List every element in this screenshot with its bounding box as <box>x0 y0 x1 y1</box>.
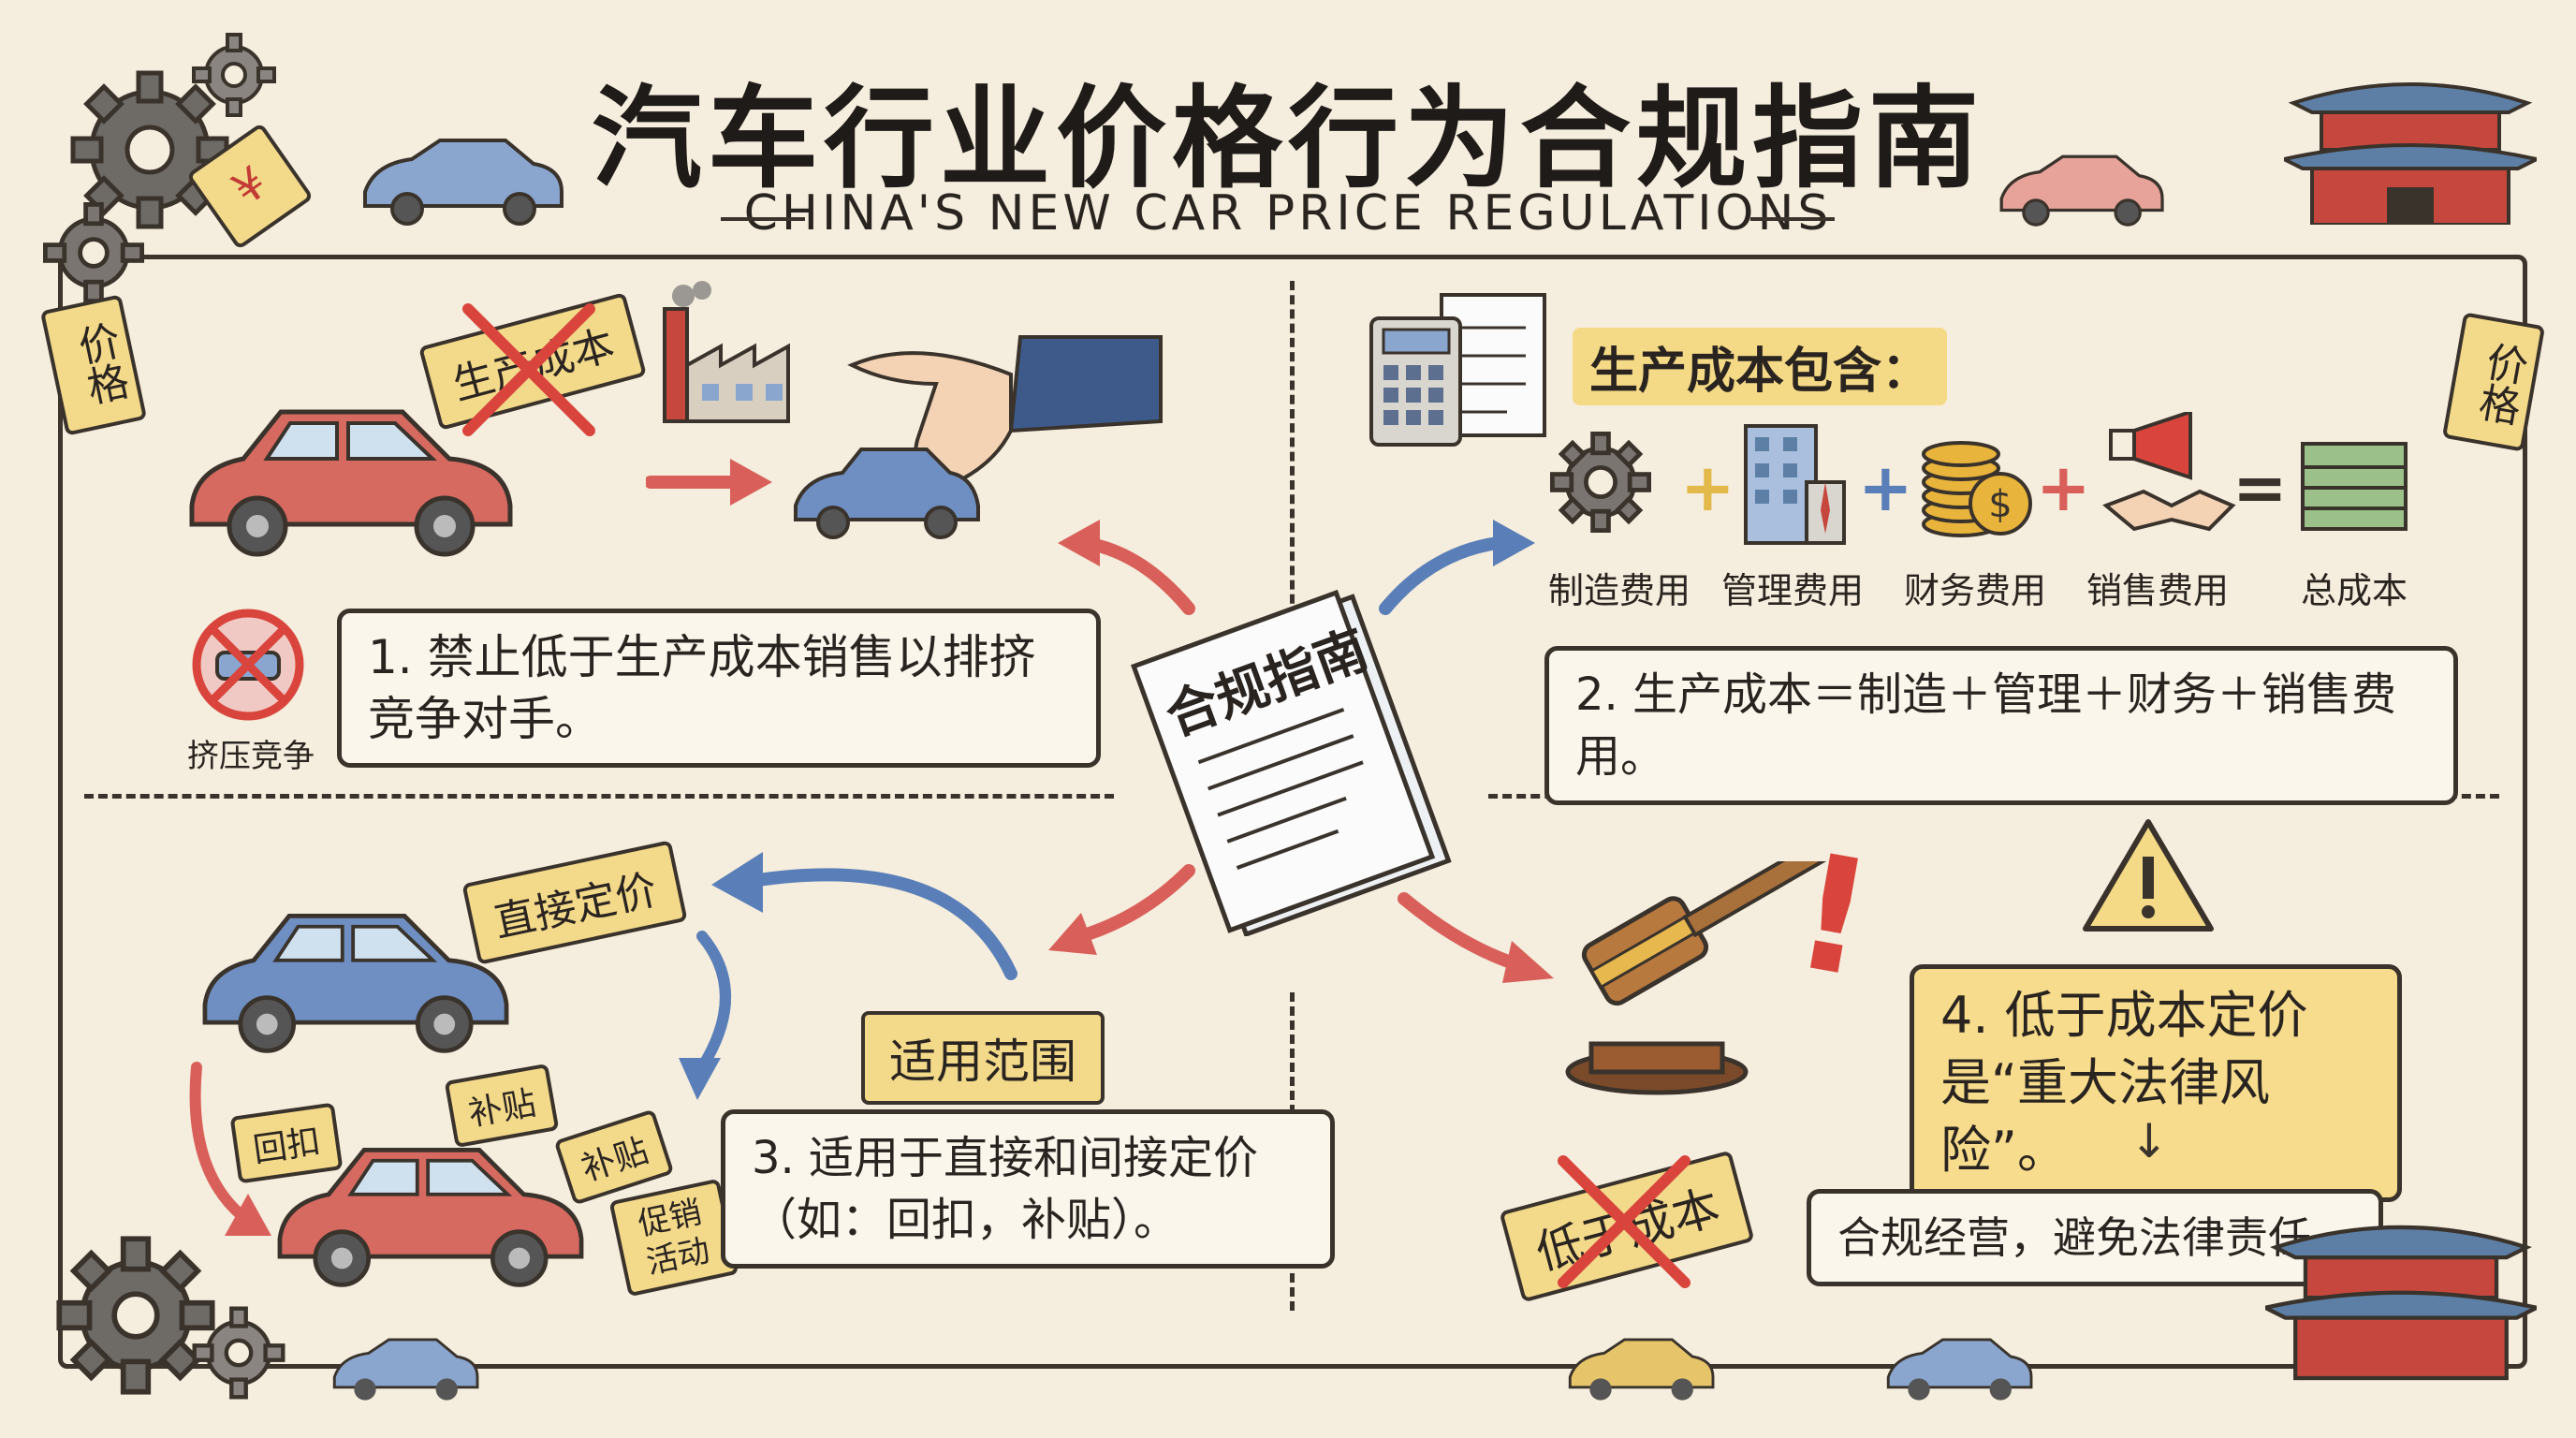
office-building-icon <box>1744 424 1846 545</box>
arrow-to-section1 <box>1058 520 1195 615</box>
megaphone-handshake-icon <box>2102 412 2236 532</box>
red-car-icon <box>189 409 513 557</box>
vertical-divider-top <box>1290 281 1295 618</box>
cost-label-manufacturing: 制造费用 <box>1547 570 1690 611</box>
subtitle-rule-right <box>1750 217 1835 221</box>
car-icon <box>363 139 564 226</box>
svg-text:$: $ <box>1988 483 2012 526</box>
red-curved-arrow <box>189 1062 271 1236</box>
factory-icon <box>663 281 790 423</box>
plus-icon: + <box>1858 449 1913 526</box>
gear-icon <box>192 33 276 117</box>
no-car-icon <box>192 609 304 721</box>
coins-icon: $ <box>1922 441 2032 537</box>
rule-3-box: 3. 适用于直接和间接定价（如：回扣，补贴）。 <box>721 1109 1335 1269</box>
car-icon <box>1568 1338 1715 1401</box>
hand-pinching-car-icon <box>794 335 1163 539</box>
arrow-to-section3 <box>1048 864 1195 955</box>
warning-icon <box>2083 819 2214 932</box>
gear-icon <box>56 1236 215 1395</box>
arrow-to-section2 <box>1379 520 1535 615</box>
red-car-icon <box>277 1148 584 1287</box>
gear-icon <box>42 202 144 303</box>
conclusion-box: 合规经营，避免法律责任 <box>1807 1189 2383 1286</box>
blue-curved-arrow <box>679 852 1017 1100</box>
equals-icon: = <box>2232 449 2288 526</box>
temple-icon <box>2265 1225 2537 1381</box>
car-icon <box>332 1338 479 1401</box>
temple-icon <box>2284 82 2537 225</box>
calculator-icon <box>1369 293 1546 447</box>
plus-icon: + <box>1680 449 1735 526</box>
red-cross-mark <box>1558 1155 1690 1288</box>
cost-label-management: 管理费用 <box>1720 570 1864 611</box>
cost-includes-heading: 生产成本包含： <box>1573 328 1948 405</box>
money-stack-icon <box>2301 442 2408 531</box>
gear-icon <box>192 1306 285 1400</box>
horizontal-divider-left <box>84 794 1114 799</box>
red-cross-mark <box>462 303 595 436</box>
gear-icon <box>1550 432 1651 533</box>
red-arrow-icon <box>646 459 772 506</box>
down-arrow-icon: ↓ <box>2130 1114 2169 1168</box>
gear-icon <box>70 70 229 229</box>
arrow-to-section4 <box>1398 892 1554 983</box>
cost-label-total: 总成本 <box>2300 570 2408 611</box>
outer-frame <box>58 255 2527 1369</box>
scope-label: 适用范围 <box>861 1011 1105 1105</box>
rule-2-box: 2. 生产成本＝制造＋管理＋财务＋销售费用。 <box>1544 646 2458 805</box>
cost-label-sales: 销售费用 <box>2086 570 2229 611</box>
subtitle-rule-left <box>721 217 805 221</box>
blue-car-icon <box>202 914 509 1053</box>
rule-1-box: 1. 禁止低于生产成本销售以排挤竞争对手。 <box>337 609 1101 768</box>
car-icon <box>1999 154 2164 227</box>
squeeze-competition-caption: 挤压竞争 <box>187 738 315 775</box>
car-icon <box>1886 1338 2033 1401</box>
page-title: 汽车行业价格行为合规指南 <box>591 74 1984 203</box>
gavel-icon <box>1565 861 1877 1095</box>
document-icon <box>1131 589 1452 936</box>
page-subtitle: CHINA'S NEW CAR PRICE REGULATIONS <box>743 185 1833 242</box>
cost-label-finance: 财务费用 <box>1903 570 2046 611</box>
plus-icon: + <box>2036 449 2091 526</box>
